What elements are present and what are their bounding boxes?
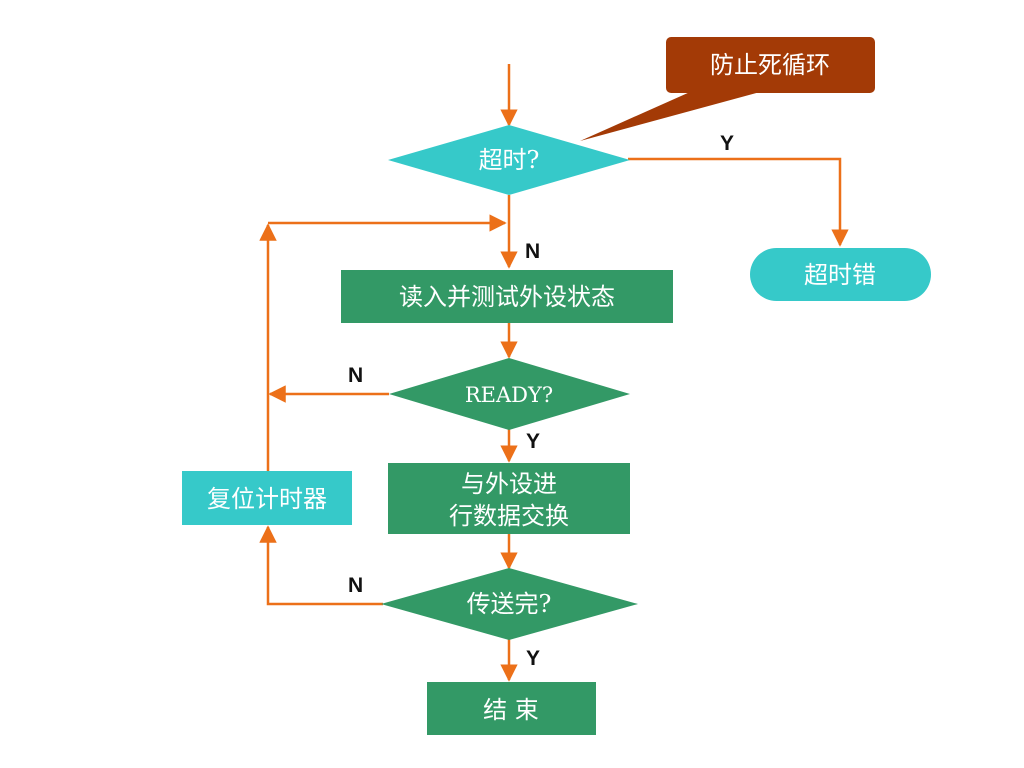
read-status-process: 读入并测试外设状态 [341, 270, 673, 323]
edge-label-timeout-yes: Y [720, 132, 734, 155]
callout-text: 防止死循环 [710, 51, 830, 79]
transfer-done-decision: 传送完? [381, 568, 638, 640]
timeout-error-terminal: 超时错 [750, 248, 931, 301]
ready-decision-label: READY? [465, 383, 553, 407]
timeout-error-label: 超时错 [804, 261, 876, 289]
timeout-yes-arrow [628, 157, 849, 247]
data-exchange-process: 与外设进 行数据交换 [388, 463, 630, 534]
exchange-label-line1: 与外设进 [461, 470, 557, 498]
reset-timer-process: 复位计时器 [182, 471, 352, 525]
transfer-done-label: 传送完? [467, 590, 552, 618]
reset-timer-label: 复位计时器 [207, 485, 327, 513]
transfer-no-arrow [259, 525, 383, 606]
timeout-decision-label: 超时? [479, 146, 540, 174]
end-label: 结 束 [483, 696, 539, 724]
edge-label-timeout-no: N [525, 240, 540, 263]
edge-label-transfer-yes: Y [526, 647, 540, 670]
read-status-label: 读入并测试外设状态 [399, 283, 615, 311]
edge-label-ready-no: N [348, 364, 363, 387]
edge-label-transfer-no: N [348, 574, 363, 597]
edge-label-ready-yes: Y [526, 430, 540, 453]
callout-prevent-infinite-loop: 防止死循环 [580, 37, 875, 141]
end-process: 结 束 [427, 682, 596, 735]
ready-decision: READY? [389, 358, 630, 430]
exchange-label-line2: 行数据交换 [449, 502, 569, 530]
timeout-decision: 超时? [388, 125, 630, 195]
